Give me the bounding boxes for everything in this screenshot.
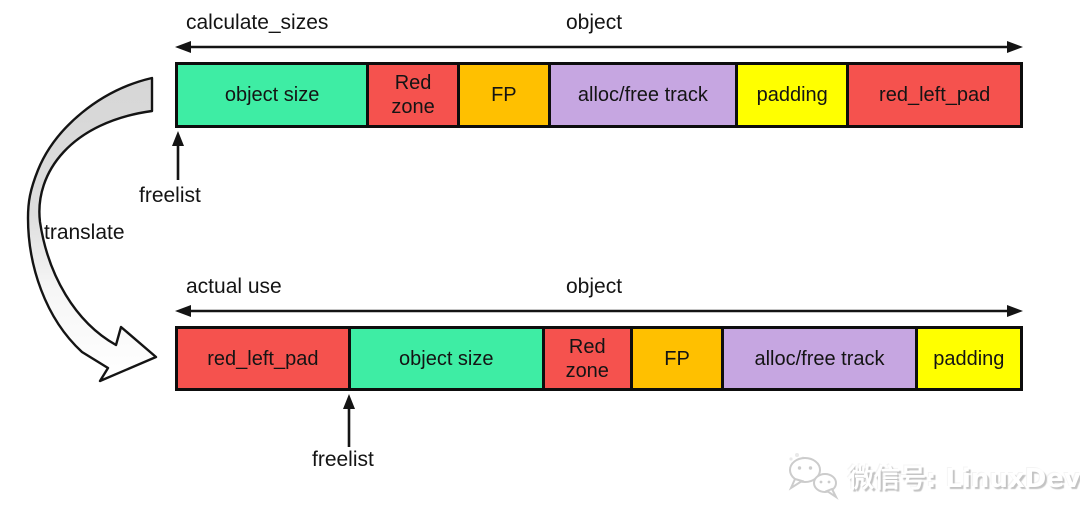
segment-fp: FP bbox=[629, 329, 722, 388]
top-left-span-label: calculate_sizes bbox=[186, 11, 329, 34]
bottom-freelist-pointer-arrow bbox=[343, 394, 355, 447]
top-object-span-label: object bbox=[566, 11, 623, 34]
wechat-icon bbox=[788, 453, 839, 500]
segment-object-size: object size bbox=[347, 329, 542, 388]
segment-alloc-free-track: alloc/free track bbox=[721, 329, 915, 388]
bottom-span-arrow bbox=[175, 305, 1023, 317]
bottom-left-span-label: actual use bbox=[186, 275, 282, 298]
segment-alloc-free-track: alloc/free track bbox=[547, 65, 736, 125]
calculated-sizes-layout-bar: object size Red zone FP alloc/free track… bbox=[175, 62, 1023, 128]
segment-red-left-pad: red_left_pad bbox=[178, 329, 348, 388]
translate-label: translate bbox=[44, 221, 125, 244]
bottom-freelist-label: freelist bbox=[312, 448, 374, 471]
segment-red-zone: Red zone bbox=[541, 329, 630, 388]
segment-padding: padding bbox=[735, 65, 847, 125]
watermark: 微信号: LinuxDev bbox=[786, 452, 1080, 500]
segment-padding: padding bbox=[914, 329, 1020, 388]
watermark-text: 微信号: LinuxDev bbox=[848, 463, 1080, 494]
top-freelist-label: freelist bbox=[139, 184, 201, 207]
top-freelist-pointer-arrow bbox=[172, 131, 184, 180]
top-span-arrow bbox=[175, 41, 1023, 53]
actual-use-layout-bar: red_left_pad object size Red zone FP all… bbox=[175, 326, 1023, 391]
segment-fp: FP bbox=[456, 65, 548, 125]
bottom-object-span-label: object bbox=[566, 275, 623, 298]
segment-red-zone: Red zone bbox=[366, 65, 457, 125]
segment-object-size: object size bbox=[178, 65, 367, 125]
segment-red-left-pad: red_left_pad bbox=[846, 65, 1020, 125]
